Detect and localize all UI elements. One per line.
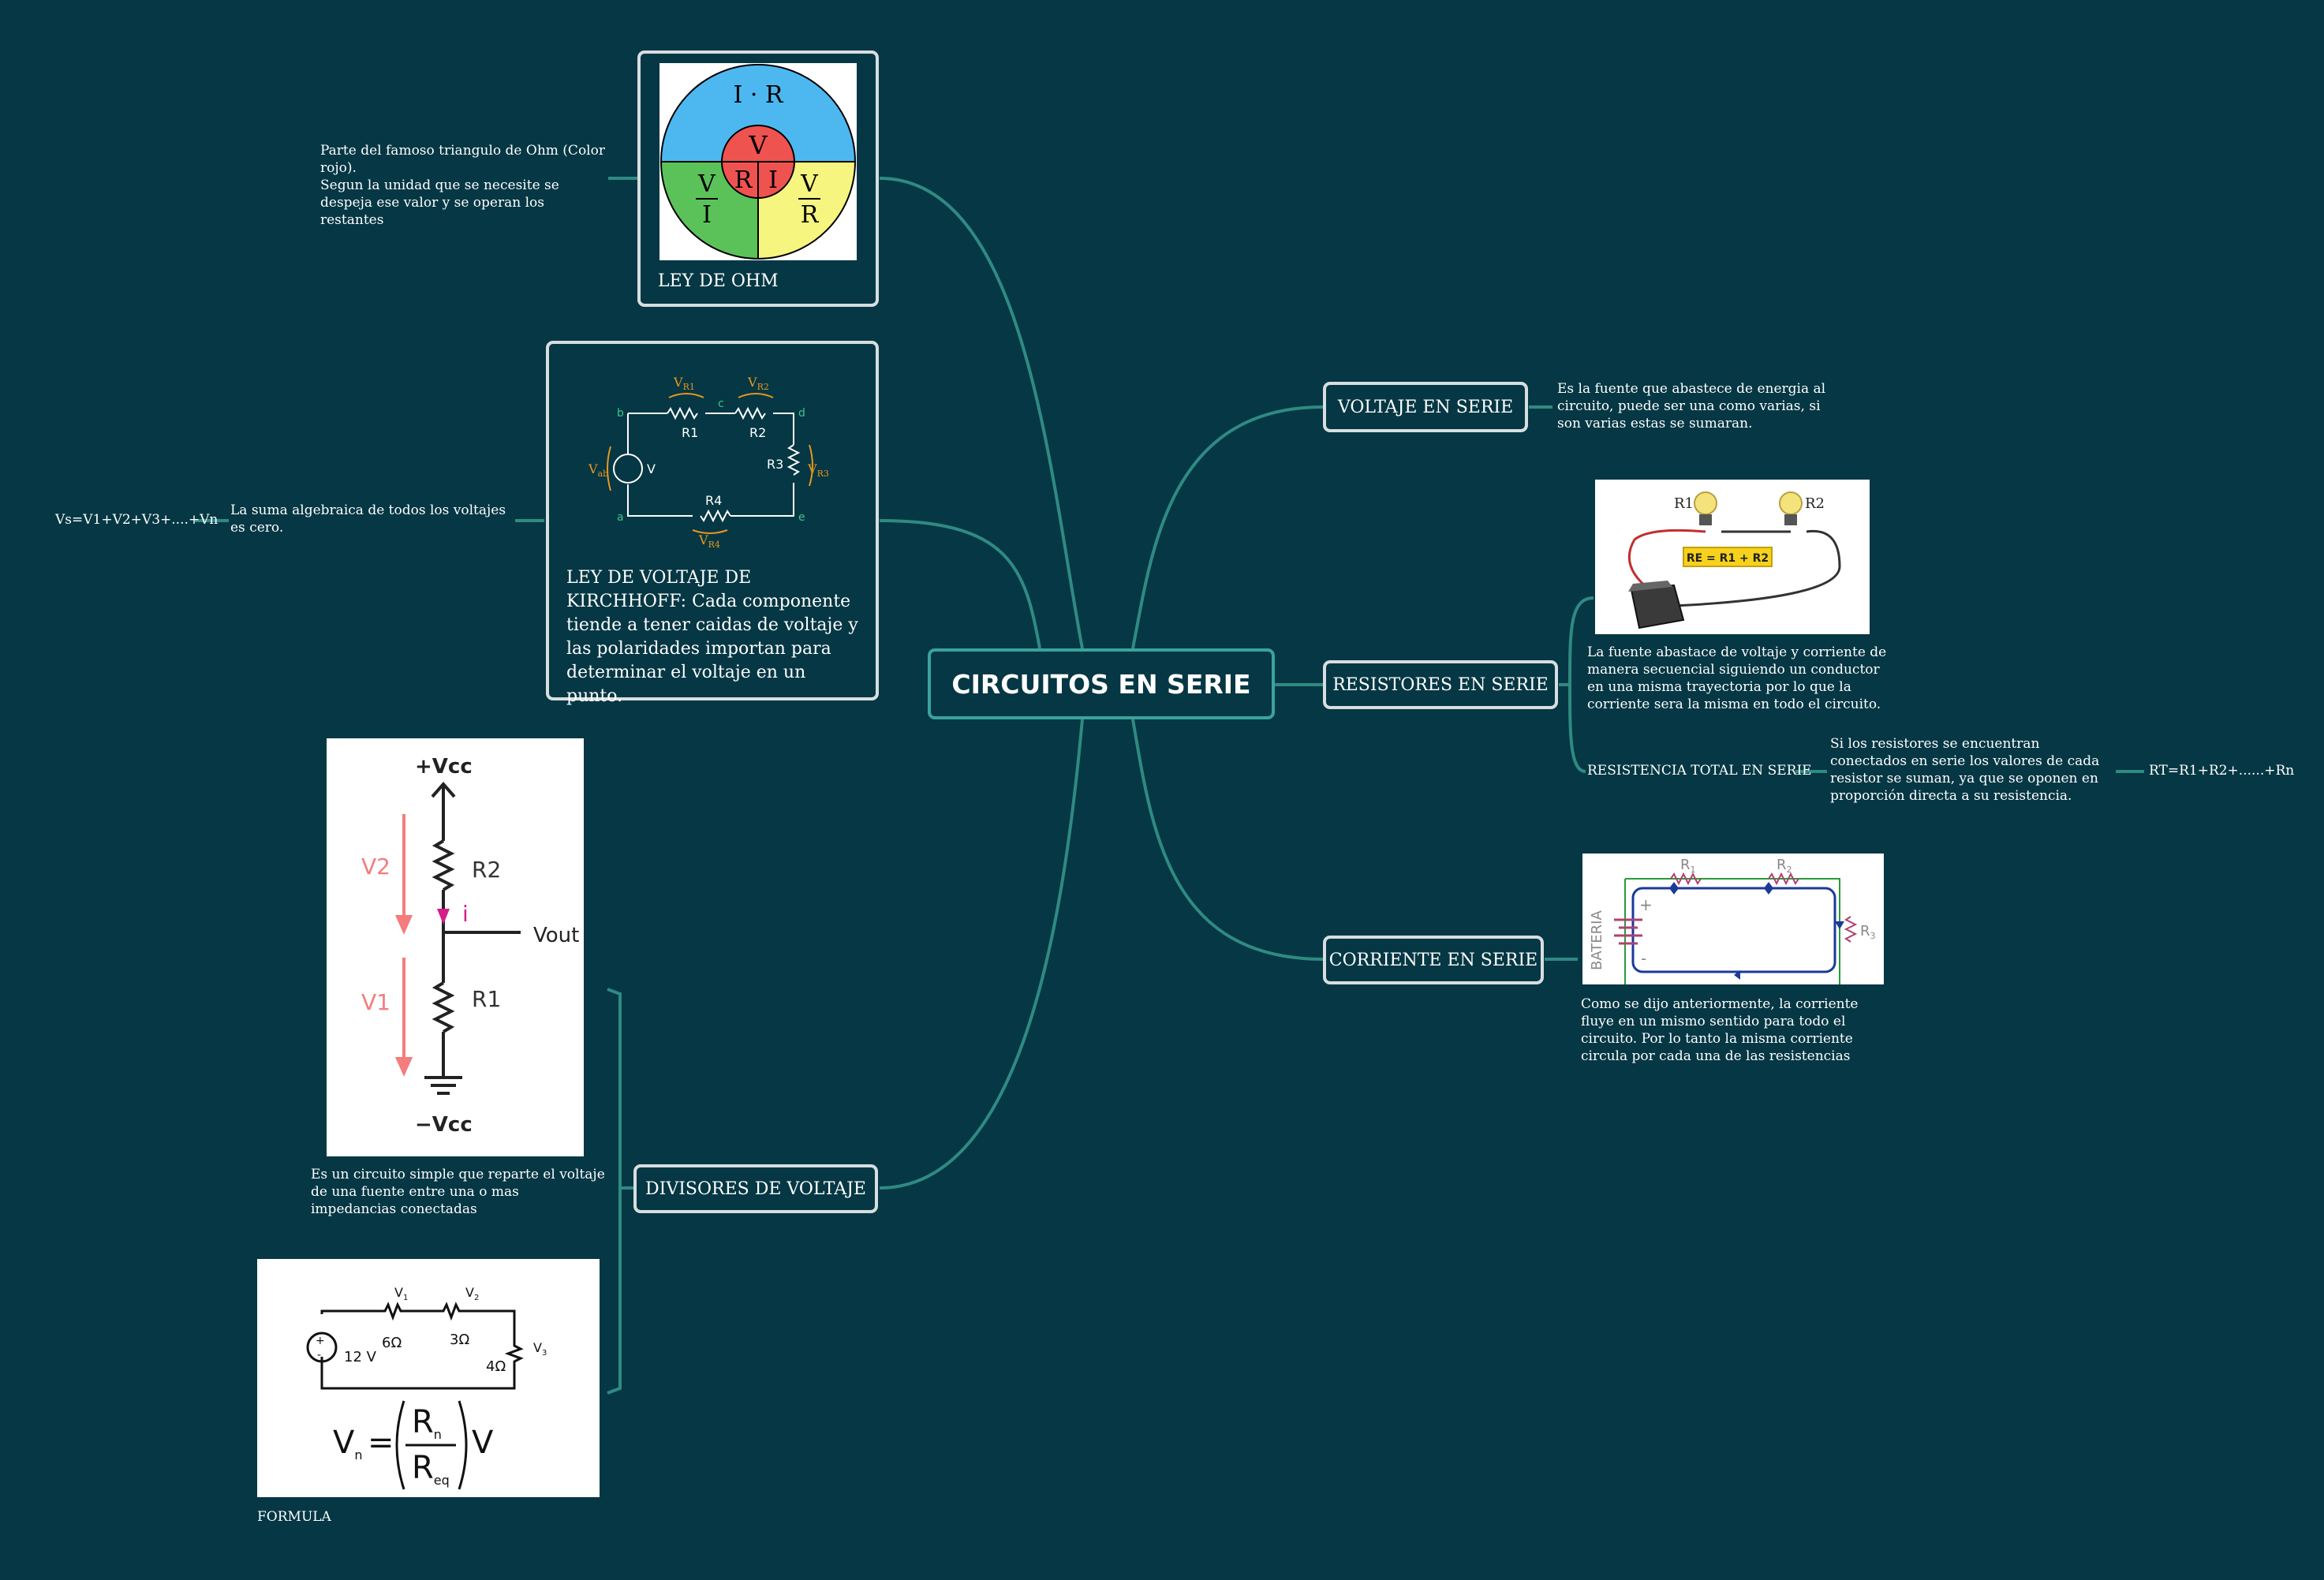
ohm-wheel: I · R V R I V I V R	[659, 64, 857, 260]
kirchhoff-circuit-diagram: R1 R2 R3 R4 V b c d e a VR1 VR2 VR3 VR4 …	[588, 375, 829, 550]
div-v1: V1	[361, 989, 390, 1015]
frm-v2: V2	[465, 1285, 479, 1302]
kirchhoff-card[interactable]: R1 R2 R3 R4 V b c d e a VR1 VR2 VR3 VR4 …	[546, 341, 879, 706]
ohm-card-label: LEY DE OHM	[658, 271, 779, 291]
div-r2: R2	[472, 857, 501, 883]
ohm-center-r: R	[734, 166, 753, 194]
ohm-top-text: I · R	[733, 81, 783, 109]
frm-rn: Rn	[412, 1404, 442, 1442]
formula-label: FORMULA	[257, 1509, 331, 1525]
voltaje-note: Es la fuente que abastece de energia al …	[1557, 381, 1826, 431]
resistors-bulbs-image: RE = R1 + R2 R1 R2	[1595, 480, 1870, 634]
kirchhoff-card-text: LEY DE VOLTAJE DE KIRCHHOFF: Cada compon…	[566, 568, 858, 706]
current-circuit: R1 R2 R3 + - BATERIA	[1589, 857, 1876, 984]
cur-minus: -	[1641, 949, 1646, 968]
cur-r3: R3	[1860, 923, 1876, 941]
div-vcc-pos: +Vcc	[415, 755, 473, 779]
resistores-topic[interactable]: RESISTORES EN SERIE	[1323, 660, 1558, 709]
div-r1: R1	[472, 986, 501, 1012]
corriente-note: Como se dijo anteriormente, la corriente…	[1581, 996, 1859, 1064]
kvl-r4: R4	[705, 493, 722, 508]
cur-battery: BATERIA	[1589, 910, 1605, 970]
resistencia-total-formula: RT=R1+R2+......+Rn	[2149, 763, 2295, 779]
resistencia-total-label[interactable]: RESISTENCIA TOTAL EN SERIE	[1587, 763, 1812, 779]
ohm-card[interactable]: I · R V R I V I V R LEY DE OHM	[637, 50, 879, 307]
kvl-vr3: VR3	[807, 461, 829, 479]
divisores-topic-label: DIVISORES DE VOLTAJE	[645, 1178, 866, 1199]
frm-r2: 3Ω	[450, 1332, 469, 1348]
divider-formula-image: + - 12 V 6Ω 3Ω 4Ω V1 V2 V3 Vn = Rn Req V	[257, 1259, 600, 1497]
frm-v3: V3	[533, 1340, 547, 1358]
svg-text:-: -	[317, 1349, 321, 1361]
corriente-topic[interactable]: CORRIENTE EN SERIE	[1323, 936, 1544, 984]
voltaje-topic[interactable]: VOLTAJE EN SERIE	[1323, 382, 1528, 432]
div-v2: V2	[361, 853, 390, 880]
divisores-topic[interactable]: DIVISORES DE VOLTAJE	[633, 1164, 878, 1213]
frm-v1: V1	[394, 1285, 408, 1302]
div-vout: Vout	[533, 924, 579, 947]
kvl-node-b: b	[617, 407, 624, 420]
ohm-center-v: V	[748, 130, 768, 160]
kvl-r1: R1	[682, 425, 698, 440]
kvl-vr4: VR4	[698, 532, 720, 550]
kvl-source: V	[647, 461, 656, 476]
divider-circuit-image: +Vcc −Vcc V2 V1 R2 R1 i Vout	[327, 738, 584, 1156]
res-r2: R2	[1805, 495, 1825, 512]
frm-r1: 6Ω	[382, 1335, 402, 1351]
kvl-vab: Vab	[588, 461, 608, 479]
kvl-node-c: c	[718, 398, 724, 410]
frm-req: Req	[412, 1450, 450, 1488]
corriente-topic-label: CORRIENTE EN SERIE	[1328, 950, 1538, 970]
kvl-vr1: VR1	[673, 375, 695, 392]
ohm-left-num: V	[697, 170, 716, 198]
frm-v: V	[472, 1425, 494, 1461]
voltaje-topic-label: VOLTAJE EN SERIE	[1337, 397, 1514, 417]
central-topic-label: CIRCUITOS EN SERIE	[951, 668, 1251, 700]
divider-formula: + - 12 V 6Ω 3Ω 4Ω V1 V2 V3 Vn = Rn Req V	[306, 1285, 547, 1490]
res-eq: RE = R1 + R2	[1687, 552, 1769, 565]
frm-r3: 4Ω	[486, 1358, 506, 1375]
frm-vn: Vn	[333, 1425, 363, 1462]
resistores-note: La fuente abastace de voltaje y corrient…	[1587, 644, 1887, 712]
ohm-note: Parte del famoso triangulo de Ohm (Color…	[320, 143, 605, 228]
ohm-right-den: R	[801, 201, 820, 229]
cur-r2: R2	[1777, 857, 1792, 875]
svg-text:+: +	[316, 1335, 325, 1347]
kvl-vr2: VR2	[747, 375, 769, 392]
ohm-wheel-image: I · R V R I V I V R	[659, 63, 857, 260]
kvl-r2: R2	[749, 425, 766, 440]
resistors-bulbs: RE = R1 + R2 R1 R2	[1627, 491, 1841, 629]
kvl-node-d: d	[798, 407, 805, 420]
resistores-topic-label: RESISTORES EN SERIE	[1332, 674, 1549, 695]
cur-plus: +	[1639, 895, 1653, 914]
divisores-note: Es un circuito simple que reparte el vol…	[311, 1167, 605, 1217]
resistencia-total-note: Si los resistores se encuentran conectad…	[1830, 736, 2100, 804]
res-r1: R1	[1674, 495, 1694, 512]
frm-src: 12 V	[344, 1349, 377, 1365]
ohm-center-i: I	[768, 166, 778, 194]
current-circuit-image: R1 R2 R3 + - BATERIA	[1582, 853, 1884, 984]
ohm-right-num: V	[800, 170, 819, 198]
svg-text:=: =	[368, 1425, 394, 1461]
div-vcc-neg: −Vcc	[415, 1113, 473, 1137]
kvl-node-e: e	[798, 511, 805, 524]
kvl-node-a: a	[617, 511, 624, 524]
kirchhoff-note: La suma algebraica de todos los voltajes…	[230, 502, 506, 536]
kvl-r3: R3	[767, 457, 783, 472]
kirchhoff-formula: Vs=V1+V2+V3+....+Vn	[55, 512, 219, 528]
ohm-left-den: I	[702, 201, 712, 229]
div-i: i	[462, 901, 469, 927]
divider-circuit: +Vcc −Vcc V2 V1 R2 R1 i Vout	[361, 755, 579, 1137]
cur-r1: R1	[1680, 857, 1696, 875]
central-topic[interactable]: CIRCUITOS EN SERIE	[928, 648, 1275, 719]
